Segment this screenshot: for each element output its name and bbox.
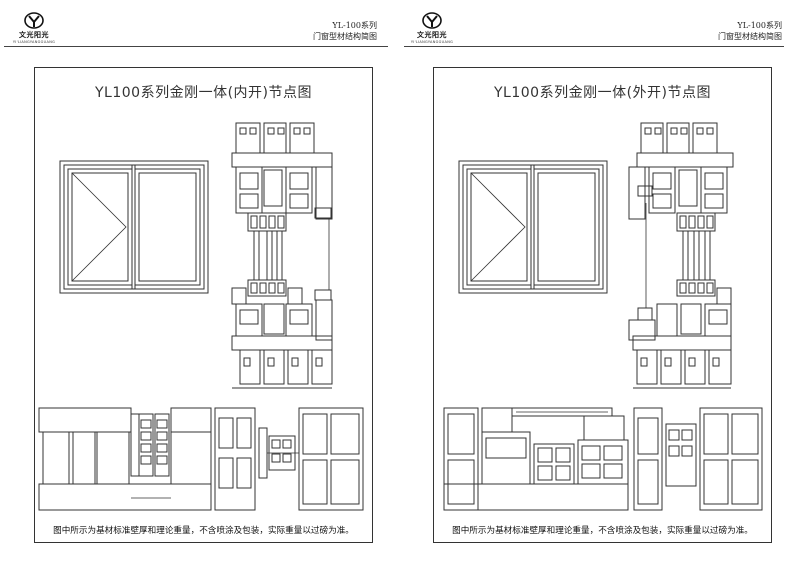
sheet-subtitle: 门窗型材结构简图 [718,32,782,41]
series-label: YL-100系列 [737,21,782,30]
company-logo: 文光阳光 YI'LIANGYANGGUANG [402,12,462,46]
section-drawing-outward [443,122,763,511]
drawing-sheet-right: 文光阳光 YI'LIANGYANGGUANG YL-100系列 门窗型材结构简图… [400,0,800,565]
brand-name: 文光阳光 [19,31,49,39]
brand-name: 文光阳光 [417,31,447,39]
header-rule [4,46,388,47]
brand-name-en: YI'LIANGYANGGUANG [410,40,454,44]
logo-emblem-icon [24,12,44,29]
logo-emblem-icon [422,12,442,29]
window-elevation [458,160,608,294]
drawing-frame: YL100系列金刚一体(外开)节点图 [433,67,772,543]
vertical-section [628,122,734,389]
drawing-title: YL100系列金刚一体(外开)节点图 [494,85,711,101]
drawing-title: YL100系列金刚一体(内开)节点图 [95,85,312,101]
brand-name-en: YI'LIANGYANGGUANG [12,40,56,44]
section-drawing-inward [38,122,364,511]
company-logo: 文光阳光 YI'LIANGYANGGUANG [4,12,64,46]
sheet-subtitle: 门窗型材结构简图 [313,32,377,41]
drawing-frame: YL100系列金刚一体(内开)节点图 [34,67,373,543]
weight-note: 图中所示为基材标准壁厚和理论重量，不含喷涂及包装，实际重量以过磅为准。 [452,526,753,536]
drawing-sheet-left: 文光阳光 YI'LIANGYANGGUANG YL-100系列 门窗型材结构简图… [4,12,388,543]
header-rule [404,46,784,47]
header-text: YL-100系列 门窗型材结构简图 [313,20,377,42]
weight-note: 图中所示为基材标准壁厚和理论重量，不含喷涂及包装，实际重量以过磅为准。 [53,526,354,536]
series-label: YL-100系列 [332,21,377,30]
header-text: YL-100系列 门窗型材结构简图 [718,20,782,42]
window-elevation [59,160,209,294]
horizontal-section [443,407,763,511]
horizontal-section [38,407,364,511]
vertical-section [231,122,333,389]
